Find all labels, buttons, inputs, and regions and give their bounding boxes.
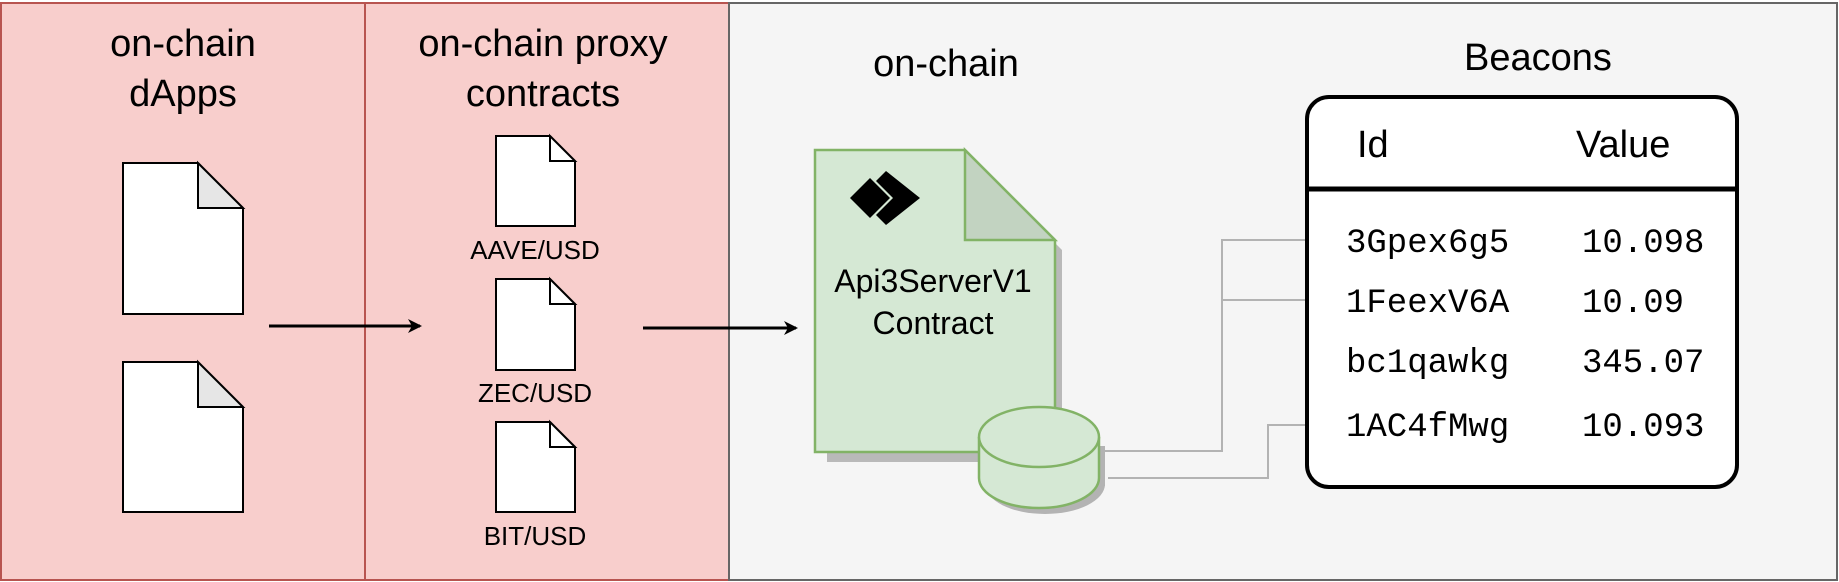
beacon-id: 3Gpex6g5 xyxy=(1346,225,1509,263)
beacon-value: 10.093 xyxy=(1582,409,1704,447)
beacons-col-id: Id xyxy=(1357,124,1389,166)
proxies-title-line2: contracts xyxy=(466,73,620,115)
dapp-document-icon xyxy=(122,160,246,315)
contract-document xyxy=(813,146,1062,462)
beacon-value: 345.07 xyxy=(1582,345,1704,383)
proxy-document-icon xyxy=(495,133,578,227)
beacon-row: 3Gpex6g5 10.098 xyxy=(1346,225,1704,263)
beacon-value: 10.09 xyxy=(1582,285,1684,323)
beacon-row: bc1qawkg 345.07 xyxy=(1346,345,1704,383)
beacons-table: Id Value xyxy=(1305,95,1739,489)
proxies-title-line1: on-chain proxy xyxy=(418,23,667,65)
dapps-title-line1: on-chain xyxy=(110,23,256,65)
proxy-label-bit: BIT/USD xyxy=(484,521,587,551)
beacon-id: bc1qawkg xyxy=(1346,345,1509,383)
dapps-title-line2: dApps xyxy=(129,73,237,115)
dapp-document-icon xyxy=(122,359,246,513)
proxy-label-zec: ZEC/USD xyxy=(478,378,592,408)
onchain-title: on-chain xyxy=(873,43,1019,85)
contract-name-line2: Contract xyxy=(873,305,994,341)
proxy-document-icon xyxy=(495,276,578,371)
beacon-value: 10.098 xyxy=(1582,225,1704,263)
beacon-row: 1FeexV6A 10.09 xyxy=(1346,285,1684,323)
database-cylinder-icon xyxy=(977,405,1105,514)
api3-logo-mark xyxy=(850,171,920,225)
proxy-document-icon xyxy=(495,419,578,513)
beacon-row: 1AC4fMwg 10.093 xyxy=(1346,409,1704,447)
beacon-id: 1FeexV6A xyxy=(1346,285,1510,323)
beacons-title: Beacons xyxy=(1464,37,1612,79)
contract-name-line1: Api3ServerV1 xyxy=(834,263,1031,299)
beacons-col-value: Value xyxy=(1576,124,1670,166)
proxy-label-aave: AAVE/USD xyxy=(470,235,600,265)
beacon-id: 1AC4fMwg xyxy=(1346,409,1509,447)
